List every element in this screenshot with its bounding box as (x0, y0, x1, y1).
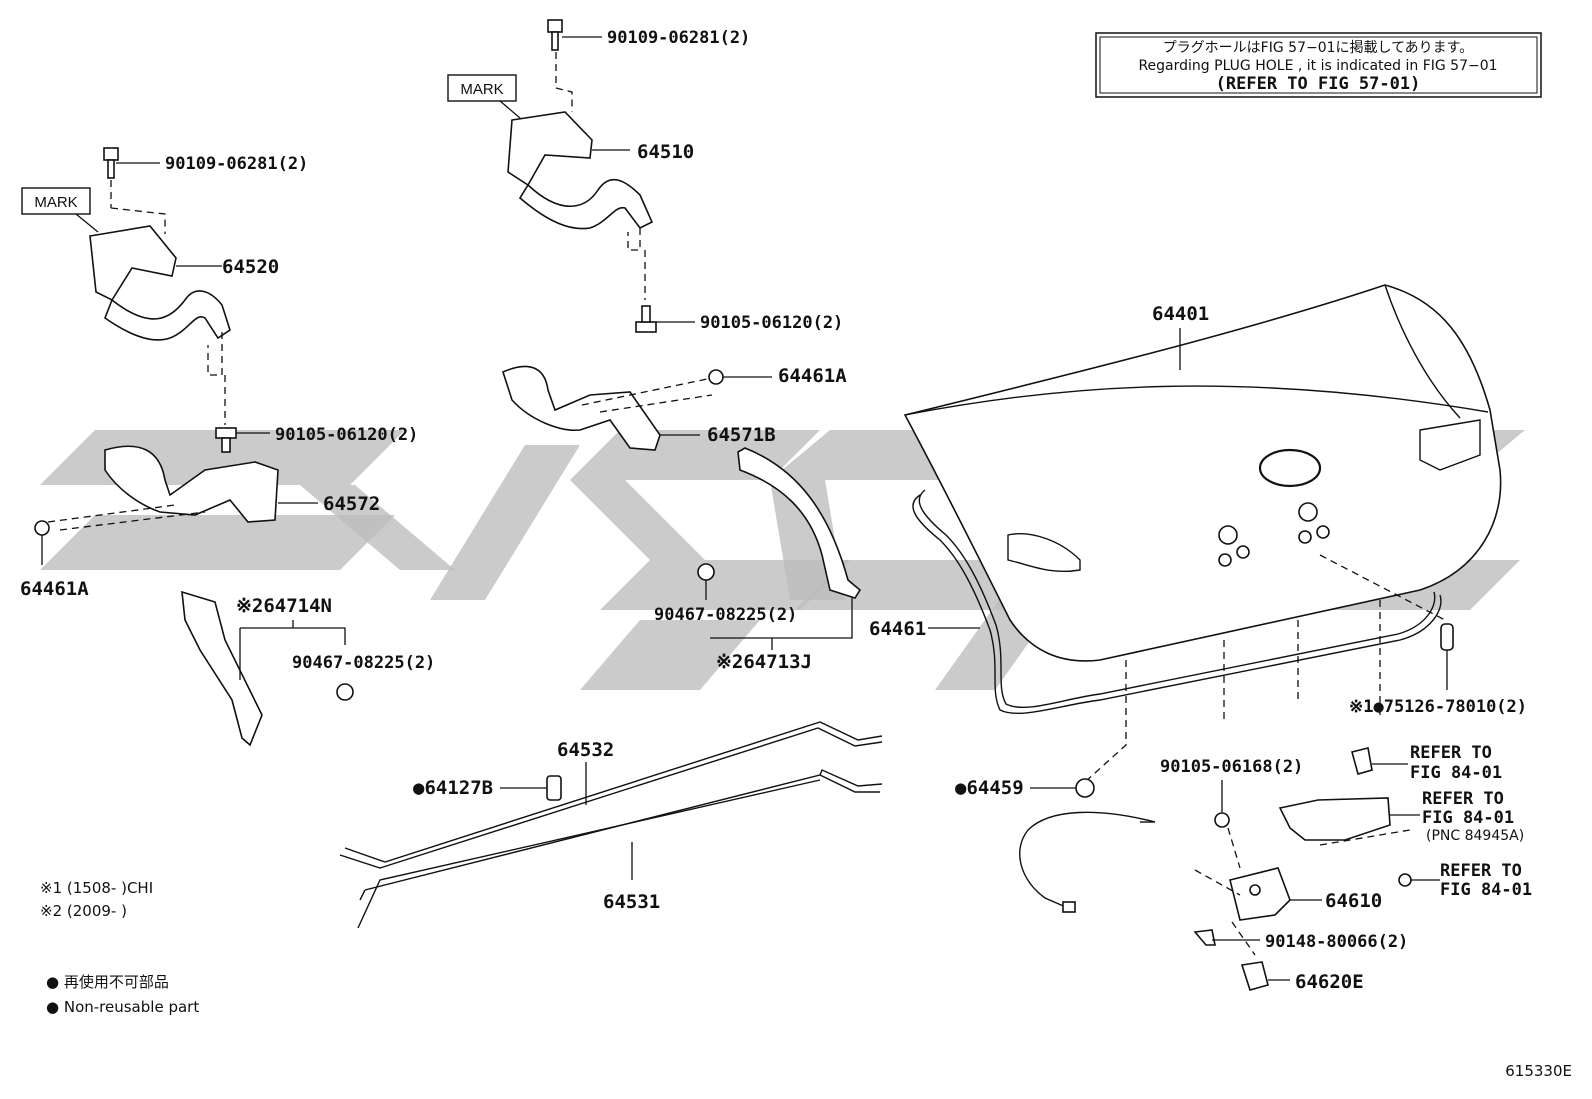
label-90105-center: 90105-06120(2) (700, 313, 843, 333)
legend-en: ● Non-reusable part (46, 998, 199, 1016)
label-90148: 90148-80066(2) (1265, 932, 1408, 952)
label-64401: 64401 (1152, 303, 1209, 325)
handle-assembly (1278, 747, 1440, 887)
label-75126: ※1●75126-78010(2) (1349, 697, 1527, 717)
label-refer2-c: (PNC 84945A) (1426, 828, 1524, 844)
hinge-cover-64571B (502, 365, 772, 451)
label-90467-left: 90467-08225(2) (292, 653, 435, 673)
label-64571B: 64571B (707, 424, 776, 446)
label-90105-right: 90105-06168(2) (1160, 757, 1303, 777)
label-64461A-center: 64461A (778, 365, 847, 387)
label-64713J: ※264713J (716, 651, 812, 673)
label-90105-left: 90105-06120(2) (275, 425, 418, 445)
label-64127B: ●64127B (413, 777, 493, 799)
note-line-jp: プラグホールはFIG 57−01に掲載してあります。 (1163, 40, 1474, 56)
label-64620E: 64620E (1295, 971, 1364, 993)
cushion-64459 (1030, 778, 1095, 798)
label-refer1-b: FIG 84-01 (1410, 763, 1502, 783)
label-64532: 64532 (557, 739, 614, 761)
label-64610: 64610 (1325, 890, 1382, 912)
hinge-left-64520: MARK (21, 147, 270, 453)
label-64520: 64520 (222, 256, 279, 278)
torsion-bars (339, 721, 883, 929)
label-64461A-left: 64461A (20, 578, 89, 600)
label-90109-left: 90109-06281(2) (165, 154, 308, 174)
legend-jp: ● 再使用不可部品 (46, 973, 169, 991)
footnote-2: ※2 (2009- ) (40, 902, 127, 920)
mark-label-center: MARK (460, 81, 503, 98)
label-64459: ●64459 (955, 777, 1024, 799)
figure-id: 615330E (1505, 1062, 1572, 1080)
label-refer3-a: REFER TO (1440, 861, 1522, 881)
label-refer2-b: FIG 84-01 (1422, 808, 1514, 828)
footnote-1: ※1 (1508- )CHI (40, 879, 153, 897)
plug-75126 (1440, 623, 1454, 690)
label-64510: 64510 (637, 141, 694, 163)
label-refer2-a: REFER TO (1422, 789, 1504, 809)
label-90467-center: 90467-08225(2) (654, 605, 797, 625)
label-90109-center: 90109-06281(2) (607, 28, 750, 48)
note-line-refer: (REFER TO FIG 57-01) (1216, 74, 1421, 94)
label-refer3-b: FIG 84-01 (1440, 880, 1532, 900)
trim-64714N (181, 590, 354, 747)
label-64572: 64572 (323, 493, 380, 515)
note-box: プラグホールはFIG 57−01に掲載してあります。 Regarding PLU… (1095, 32, 1542, 98)
label-64461: 64461 (869, 618, 926, 640)
mark-label-left: MARK (34, 194, 77, 211)
trim-64713J (697, 447, 862, 650)
label-64714N: ※264714N (236, 595, 332, 617)
weatherstrip-64461 (912, 489, 1442, 715)
label-64531: 64531 (603, 891, 660, 913)
note-line-en: Regarding PLUG HOLE , it is indicated in… (1138, 58, 1497, 74)
trunk-lid-64401 (903, 284, 1502, 783)
hinge-cover-64572 (34, 445, 318, 565)
hinge-center-64510: MARK (447, 19, 695, 333)
label-refer1-a: REFER TO (1410, 743, 1492, 763)
lock-assembly-64610 (1019, 780, 1322, 991)
